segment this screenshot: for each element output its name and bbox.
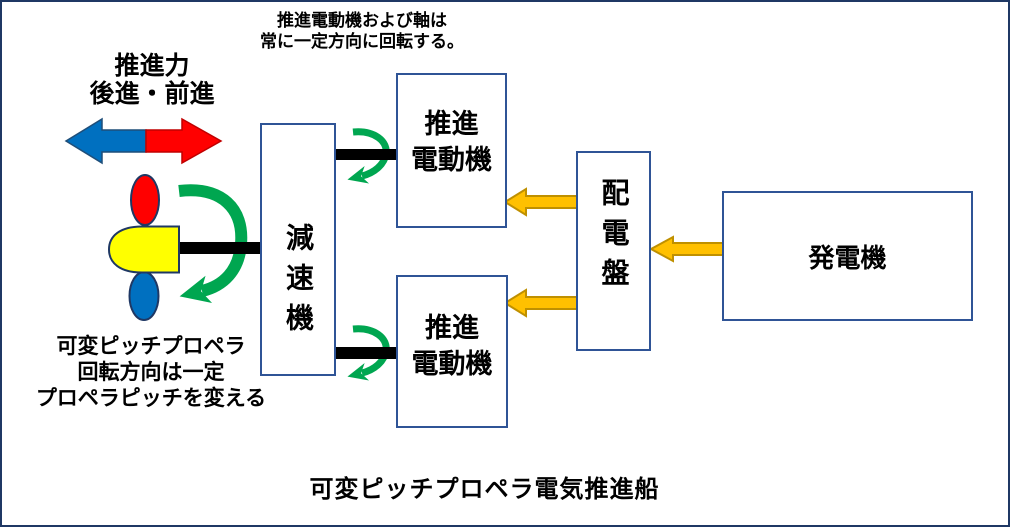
- generator-block: 発電機: [722, 191, 973, 321]
- propeller-blade-top: [130, 174, 160, 226]
- switchboard-block: 配電盤: [576, 151, 651, 351]
- propulsion-motor-top-block: 推進 電動機: [396, 73, 507, 228]
- propeller-annotation: 可変ピッチプロペラ 回転方向は一定 プロペラピッチを変える: [28, 334, 274, 412]
- power-arrow-switchboard-to-motor-bottom-icon: [503, 288, 579, 318]
- astern-thrust-arrow-icon: [64, 117, 147, 165]
- motor-bottom-shaft-line: [336, 347, 397, 359]
- propeller-shaft-line: [169, 242, 264, 254]
- propeller-rotation-arrow-icon: [178, 184, 248, 303]
- propulsion-motor-bottom-label: 推進 電動機: [412, 310, 493, 382]
- gearbox-label: 減速機: [283, 222, 314, 343]
- top-annotation-line1: 推進電動機および軸は: [277, 11, 447, 30]
- propeller-annotation-line2: 回転方向は一定: [77, 361, 225, 384]
- switchboard-label: 配電盤: [598, 178, 630, 298]
- propeller-blade-bottom: [128, 271, 160, 321]
- top-annotation: 推進電動機および軸は 常に一定方向に回転する。: [232, 10, 492, 52]
- thrust-label-line2: 後進・前進: [89, 80, 215, 108]
- propeller-hub: [107, 225, 180, 274]
- top-annotation-line2: 常に一定方向に回転する。: [260, 32, 464, 51]
- propeller-annotation-line1: 可変ピッチプロペラ: [56, 335, 246, 358]
- propeller-annotation-line3: プロペラピッチを変える: [35, 387, 267, 410]
- generator-label: 発電機: [808, 242, 887, 273]
- diagram-title: 可変ピッチプロペラ電気推進船: [309, 476, 660, 503]
- propulsion-motor-top-label: 推進 電動機: [411, 106, 492, 178]
- power-arrow-switchboard-to-motor-top-icon: [503, 187, 579, 217]
- gearbox-block: 減速機: [260, 123, 336, 376]
- motor-top-shaft-line: [336, 149, 398, 160]
- power-arrow-generator-to-switchboard-icon: [648, 235, 724, 263]
- thrust-label: 推進力 後進・前進: [62, 52, 242, 108]
- propulsion-motor-top-label-line2: 電動機: [411, 144, 492, 175]
- ahead-thrust-arrow-icon: [145, 117, 223, 165]
- thrust-label-line1: 推進力: [114, 52, 190, 80]
- propulsion-motor-bottom-block: 推進 電動機: [396, 275, 508, 428]
- propulsion-motor-bottom-label-line2: 電動機: [411, 348, 493, 379]
- propulsion-motor-bottom-label-line1: 推進: [425, 312, 479, 343]
- propulsion-motor-top-label-line1: 推進: [424, 108, 479, 139]
